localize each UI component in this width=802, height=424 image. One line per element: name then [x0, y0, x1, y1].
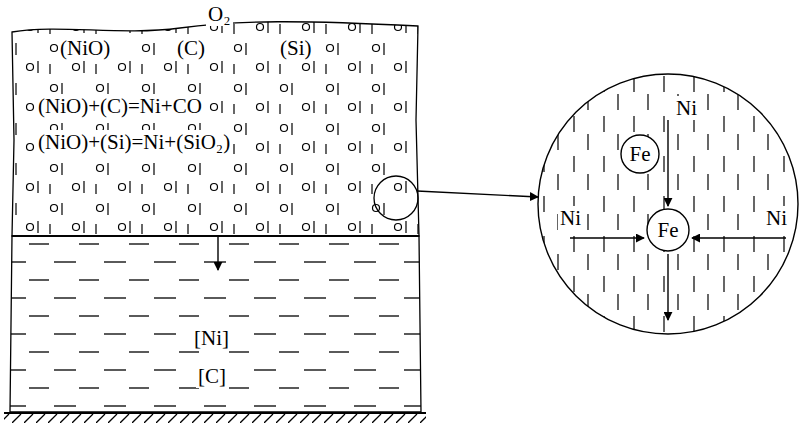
species-label: [C]: [196, 364, 228, 388]
species-label: [Ni]: [192, 326, 231, 350]
diffusion-arrow: [667, 254, 668, 320]
species-label: (Si): [278, 36, 314, 60]
diffusion-arrow: [667, 120, 668, 206]
species-label: Ni: [674, 96, 699, 120]
zoom-outline: [536, 72, 800, 336]
metal-layer: [10, 236, 421, 412]
particle-circle: [647, 209, 689, 251]
hearth-line: [4, 412, 426, 414]
particle-label: Fe: [656, 218, 681, 242]
fe-particle: Fe: [646, 208, 690, 252]
gas-label: O₂: [206, 2, 233, 26]
species-label: (NiO)+(C)=Ni+CO: [36, 94, 204, 118]
descent-arrow: [217, 237, 218, 270]
particle-label: Fe: [628, 142, 653, 166]
interface-line: [12, 235, 419, 237]
particle-circle: [621, 135, 659, 173]
species-label: (NiO)+(Si)=Ni+(SiO₂): [36, 130, 232, 154]
zoom-arrow: [417, 191, 538, 197]
species-label: Ni: [558, 206, 583, 230]
species-label: (NiO): [58, 36, 112, 60]
slag-layer-region: (NiO) (C) (Si) (NiO)+(C)=Ni+CO (NiO)+(Si)=Ni…: [12, 22, 418, 236]
species-label: Ni: [764, 206, 789, 230]
species-label: (C): [175, 36, 207, 60]
fe-particle: Fe: [620, 134, 660, 174]
hearth-hatch: [4, 414, 426, 423]
zoom-spot: [374, 176, 418, 220]
zoom-circle-outline: [538, 74, 798, 334]
slag-layer: [12, 22, 419, 236]
diffusion-arrow: [570, 237, 644, 238]
metal-layer-region: [Ni] [C]: [12, 236, 418, 412]
zoom-circle: FeFeNiNiNi: [536, 72, 800, 336]
diffusion-arrow: [692, 237, 786, 238]
